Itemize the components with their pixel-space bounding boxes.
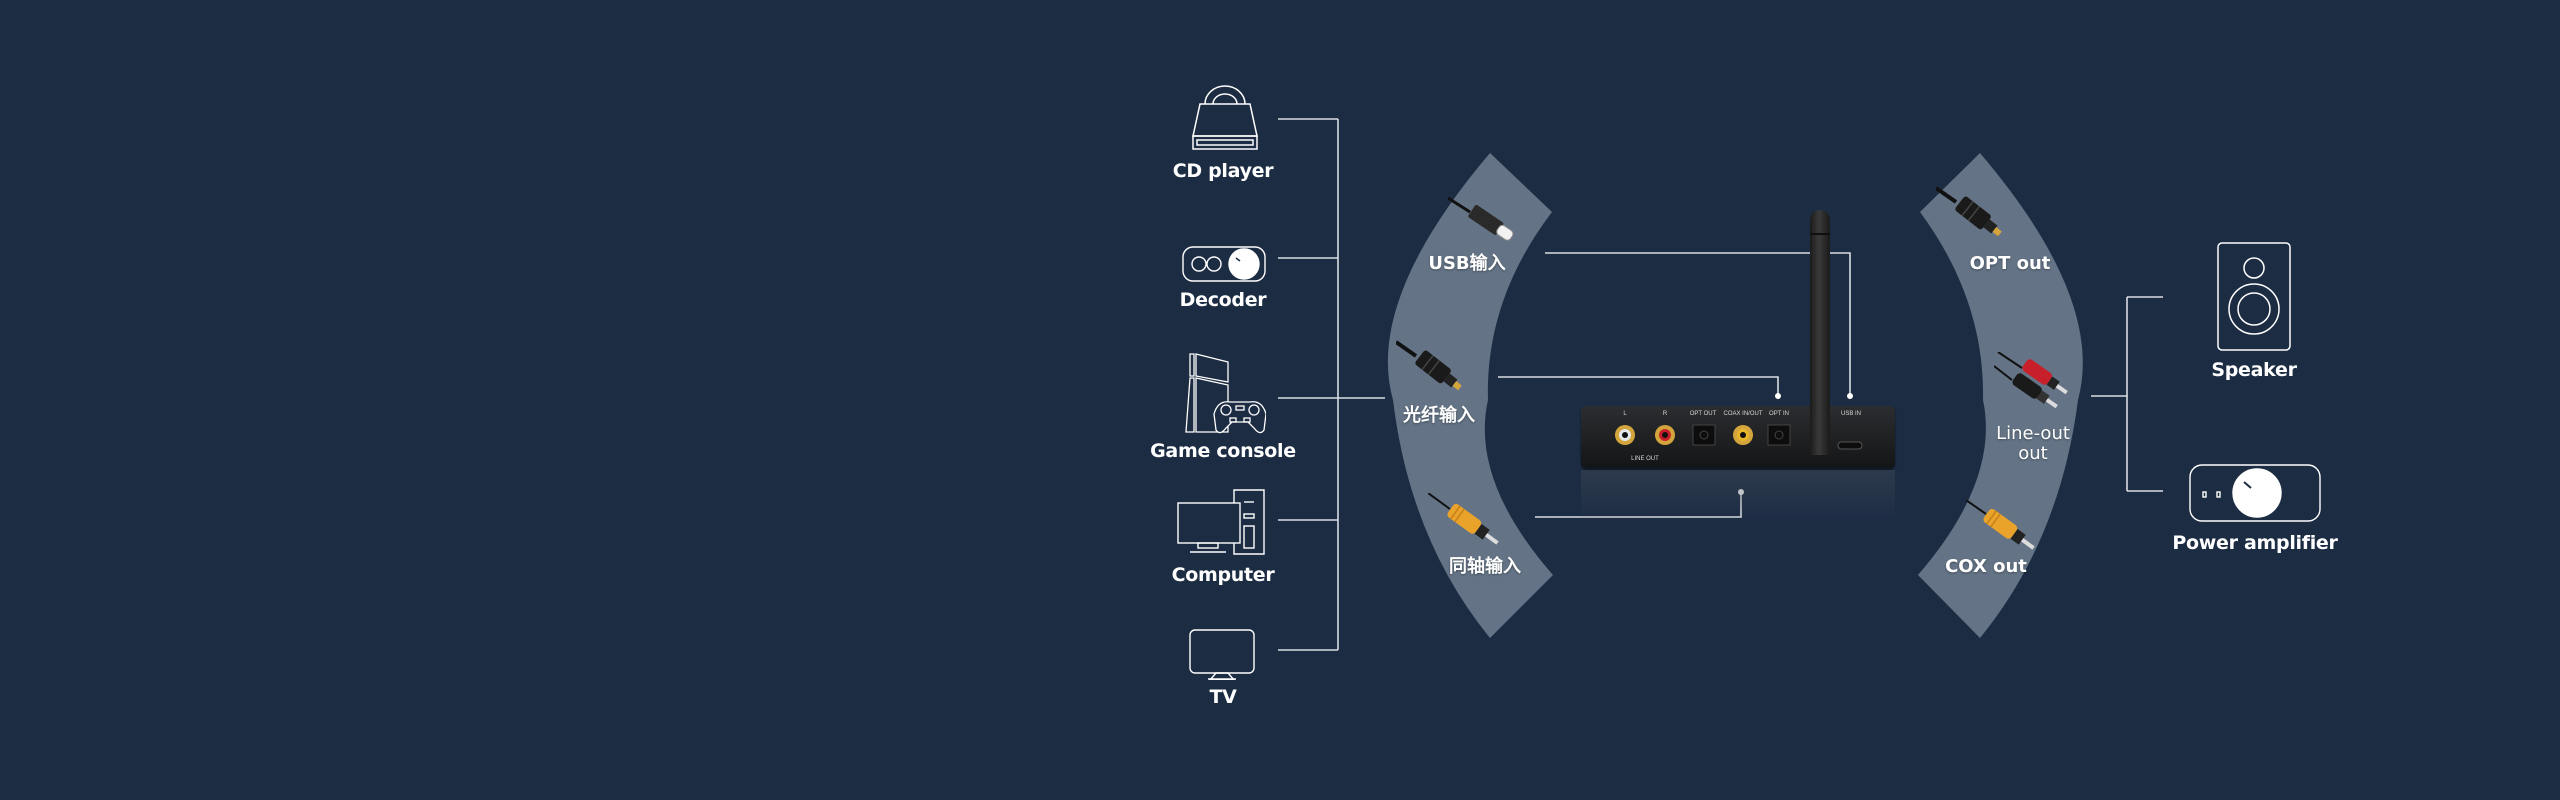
usb-c-port [1837, 441, 1863, 450]
opt-in-port [1767, 424, 1791, 446]
port-label-l: L [1623, 411, 1627, 417]
coaxial-cable-icon [1428, 493, 1499, 545]
output-arc-band [1918, 153, 2083, 638]
source-label-tv: TV [1209, 686, 1237, 708]
input-arc-band [1387, 153, 1553, 638]
opt-out-port [1692, 424, 1716, 446]
port-label-opt-in: OPT IN [1769, 411, 1789, 417]
port-label-opt-out: OPT OUT [1689, 411, 1717, 417]
output-label-cox: COX out [1945, 556, 2027, 577]
antenna [1810, 210, 1830, 455]
input-label-optical: 光纤输入 [1403, 405, 1475, 426]
tv-icon [1189, 629, 1255, 680]
optical-port-dot [1775, 393, 1781, 399]
destination-label-speaker: Speaker [2211, 359, 2297, 381]
device-reflection [1581, 470, 1895, 522]
game-console-icon [1185, 353, 1266, 434]
speaker-icon [2217, 242, 2291, 351]
source-label-game-console: Game console [1150, 440, 1296, 462]
rca-stereo-cable-icon [1994, 352, 2068, 409]
computer-icon [1177, 489, 1265, 555]
source-label-decoder: Decoder [1179, 289, 1267, 311]
usb-port-dot [1847, 393, 1853, 399]
input-label-usb: USB输入 [1428, 253, 1506, 274]
port-label-r: R [1662, 411, 1668, 417]
port-label-usb-in: USB IN [1840, 411, 1862, 417]
output-label-line-out-line1: Line-out [1996, 423, 2070, 444]
decoder-icon [1182, 246, 1266, 282]
antenna-ring [1810, 233, 1830, 235]
port-label-coax: COAX IN/OUT [1723, 411, 1763, 417]
cd-player-icon [1192, 85, 1258, 150]
destination-label-power-amplifier: Power amplifier [2172, 532, 2338, 554]
optical-cable-icon [1396, 340, 1462, 391]
coaxial-out-cable-icon [1966, 500, 2035, 550]
source-label-computer: Computer [1171, 564, 1275, 586]
usb-connector-line [1545, 252, 1851, 394]
usb-c-cable-icon [1448, 196, 1514, 241]
optical-connector-line [1498, 376, 1779, 394]
output-label-opt: OPT out [1969, 253, 2051, 274]
bluetooth-dac-device: L R OPT OUT COAX IN/OUT OPT IN USB IN LI… [1581, 406, 1895, 468]
line-out-label: LINE OUT [1631, 456, 1659, 462]
output-label-line-out: Line-out out [1996, 424, 2070, 464]
output-label-line-out-line2: out [2018, 443, 2048, 464]
optical-out-cable-icon [1936, 186, 2002, 237]
source-label-cd-player: CD player [1172, 160, 1274, 182]
power-amplifier-icon [2189, 464, 2321, 522]
device-ports [1615, 424, 1863, 450]
input-label-coaxial: 同轴输入 [1449, 556, 1521, 577]
